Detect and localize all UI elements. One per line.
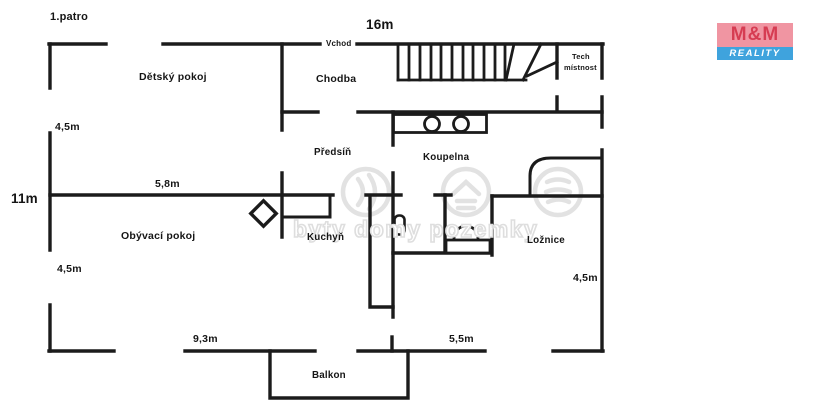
double-sink-vanity — [392, 113, 488, 134]
agency-logo-mm: M&M — [717, 23, 793, 47]
watermark-circle-icon — [440, 166, 492, 218]
watermark-lines-icon — [543, 187, 573, 195]
dimension-top-width: 16m — [366, 17, 394, 32]
room-label-obyvaci-pokoj: Obývací pokoj — [121, 230, 196, 242]
watermark-icons — [340, 166, 584, 218]
sink-icon — [452, 115, 470, 133]
room-label-tech: Tech — [572, 52, 590, 61]
entrance-label: Vchod — [326, 39, 352, 48]
balcony-outline — [268, 349, 410, 400]
dimension-left-lower: 4,5m — [57, 263, 82, 275]
stair-winders — [504, 42, 559, 82]
room-label-detsky-pokoj: Dětský pokoj — [139, 71, 207, 83]
wall-fixture-pill — [393, 214, 406, 236]
room-label-balkon: Balkon — [312, 370, 346, 381]
rounded-closet — [528, 156, 602, 196]
watermark-wave-icon — [355, 176, 366, 208]
room-label-kuchyn: Kuchyň — [307, 232, 345, 243]
floor-label: 1.patro — [50, 11, 89, 23]
watermark-circle-icon — [532, 166, 584, 218]
watermark-text: byty domy pozemky — [292, 215, 539, 243]
sink-icon — [423, 115, 441, 133]
kitchen-counter — [283, 193, 332, 219]
watermark-lines-icon — [544, 177, 572, 185]
room-label-chodba: Chodba — [316, 73, 357, 85]
dimension-living-width: 5,8m — [155, 178, 180, 190]
dimension-bottom-left: 9,3m — [193, 333, 218, 345]
dimension-left-upper: 4,5m — [55, 121, 80, 133]
agency-logo: M&M REALITY — [717, 23, 793, 60]
toilet-icon — [444, 224, 492, 255]
watermark-circle-icon — [340, 166, 392, 218]
dimension-left-total: 11m — [11, 191, 38, 206]
watermark-lines-icon — [545, 197, 572, 205]
room-label-koupelna: Koupelna — [423, 152, 470, 163]
room-label-loznice: Ložnice — [527, 235, 565, 246]
staircase — [396, 42, 559, 82]
walls — [47, 42, 605, 400]
agency-logo-reality: REALITY — [717, 47, 793, 60]
room-label-predsin: Předsíň — [314, 147, 352, 158]
watermark-house-icon — [450, 178, 482, 197]
dimension-right-lower: 4,5m — [573, 272, 598, 284]
dimension-bottom-middle: 5,5m — [449, 333, 474, 345]
diamond-symbol — [248, 198, 279, 229]
room-label-mistnost: místnost — [564, 63, 597, 72]
